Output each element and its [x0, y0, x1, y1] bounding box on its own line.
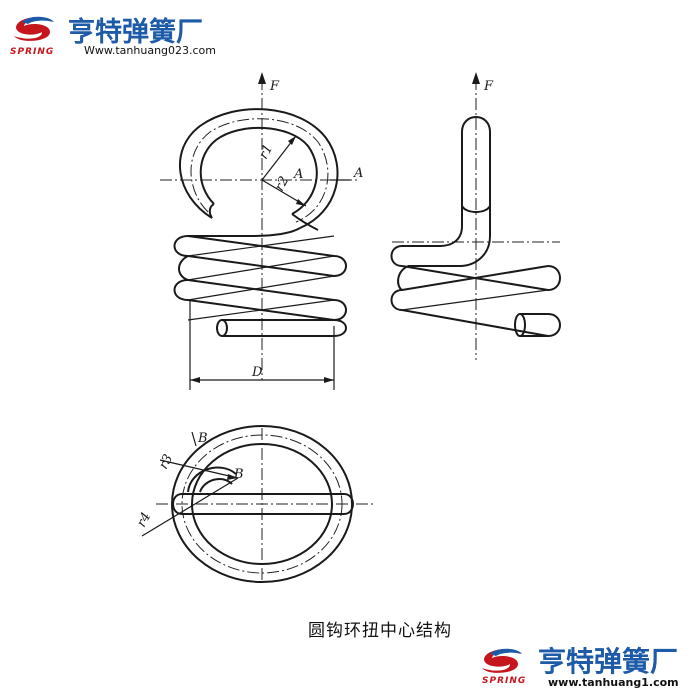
force-label-right: F	[483, 79, 494, 94]
brand-name: 亨特弹簧厂	[68, 17, 203, 48]
point-b-inner-label: B	[233, 467, 244, 482]
figure-caption: 圆钩环扭中心结构	[308, 621, 452, 641]
point-a-outer-label: A	[353, 166, 363, 181]
r1-label: r1	[256, 142, 276, 162]
logo-wordmark: SPRING	[482, 676, 527, 686]
side-view	[390, 72, 561, 360]
top-view	[141, 425, 374, 583]
r2-label: r2	[272, 174, 292, 194]
spring-logo-icon	[14, 16, 54, 41]
brand-url: Www.tanhuang023.com	[84, 44, 217, 57]
r4-label: r4	[134, 510, 154, 530]
logo-wordmark: SPRING	[10, 47, 55, 57]
point-b-top-label: B	[197, 431, 208, 446]
r3-label: r3	[156, 452, 176, 472]
brand-url: www.tanhuang1.com	[548, 676, 679, 689]
brand-footer: SPRING 亨特弹簧厂 www.tanhuang1.com	[474, 636, 700, 692]
brand-name: 亨特弹簧厂	[538, 645, 679, 678]
diameter-label: D	[251, 365, 263, 380]
point-a-inner-label: A	[293, 167, 303, 182]
spring-logo-icon	[482, 648, 522, 673]
brand-header: SPRING 亨特弹簧厂 Www.tanhuang023.com	[6, 8, 266, 60]
front-view	[160, 72, 360, 390]
force-label-left: F	[269, 79, 280, 94]
